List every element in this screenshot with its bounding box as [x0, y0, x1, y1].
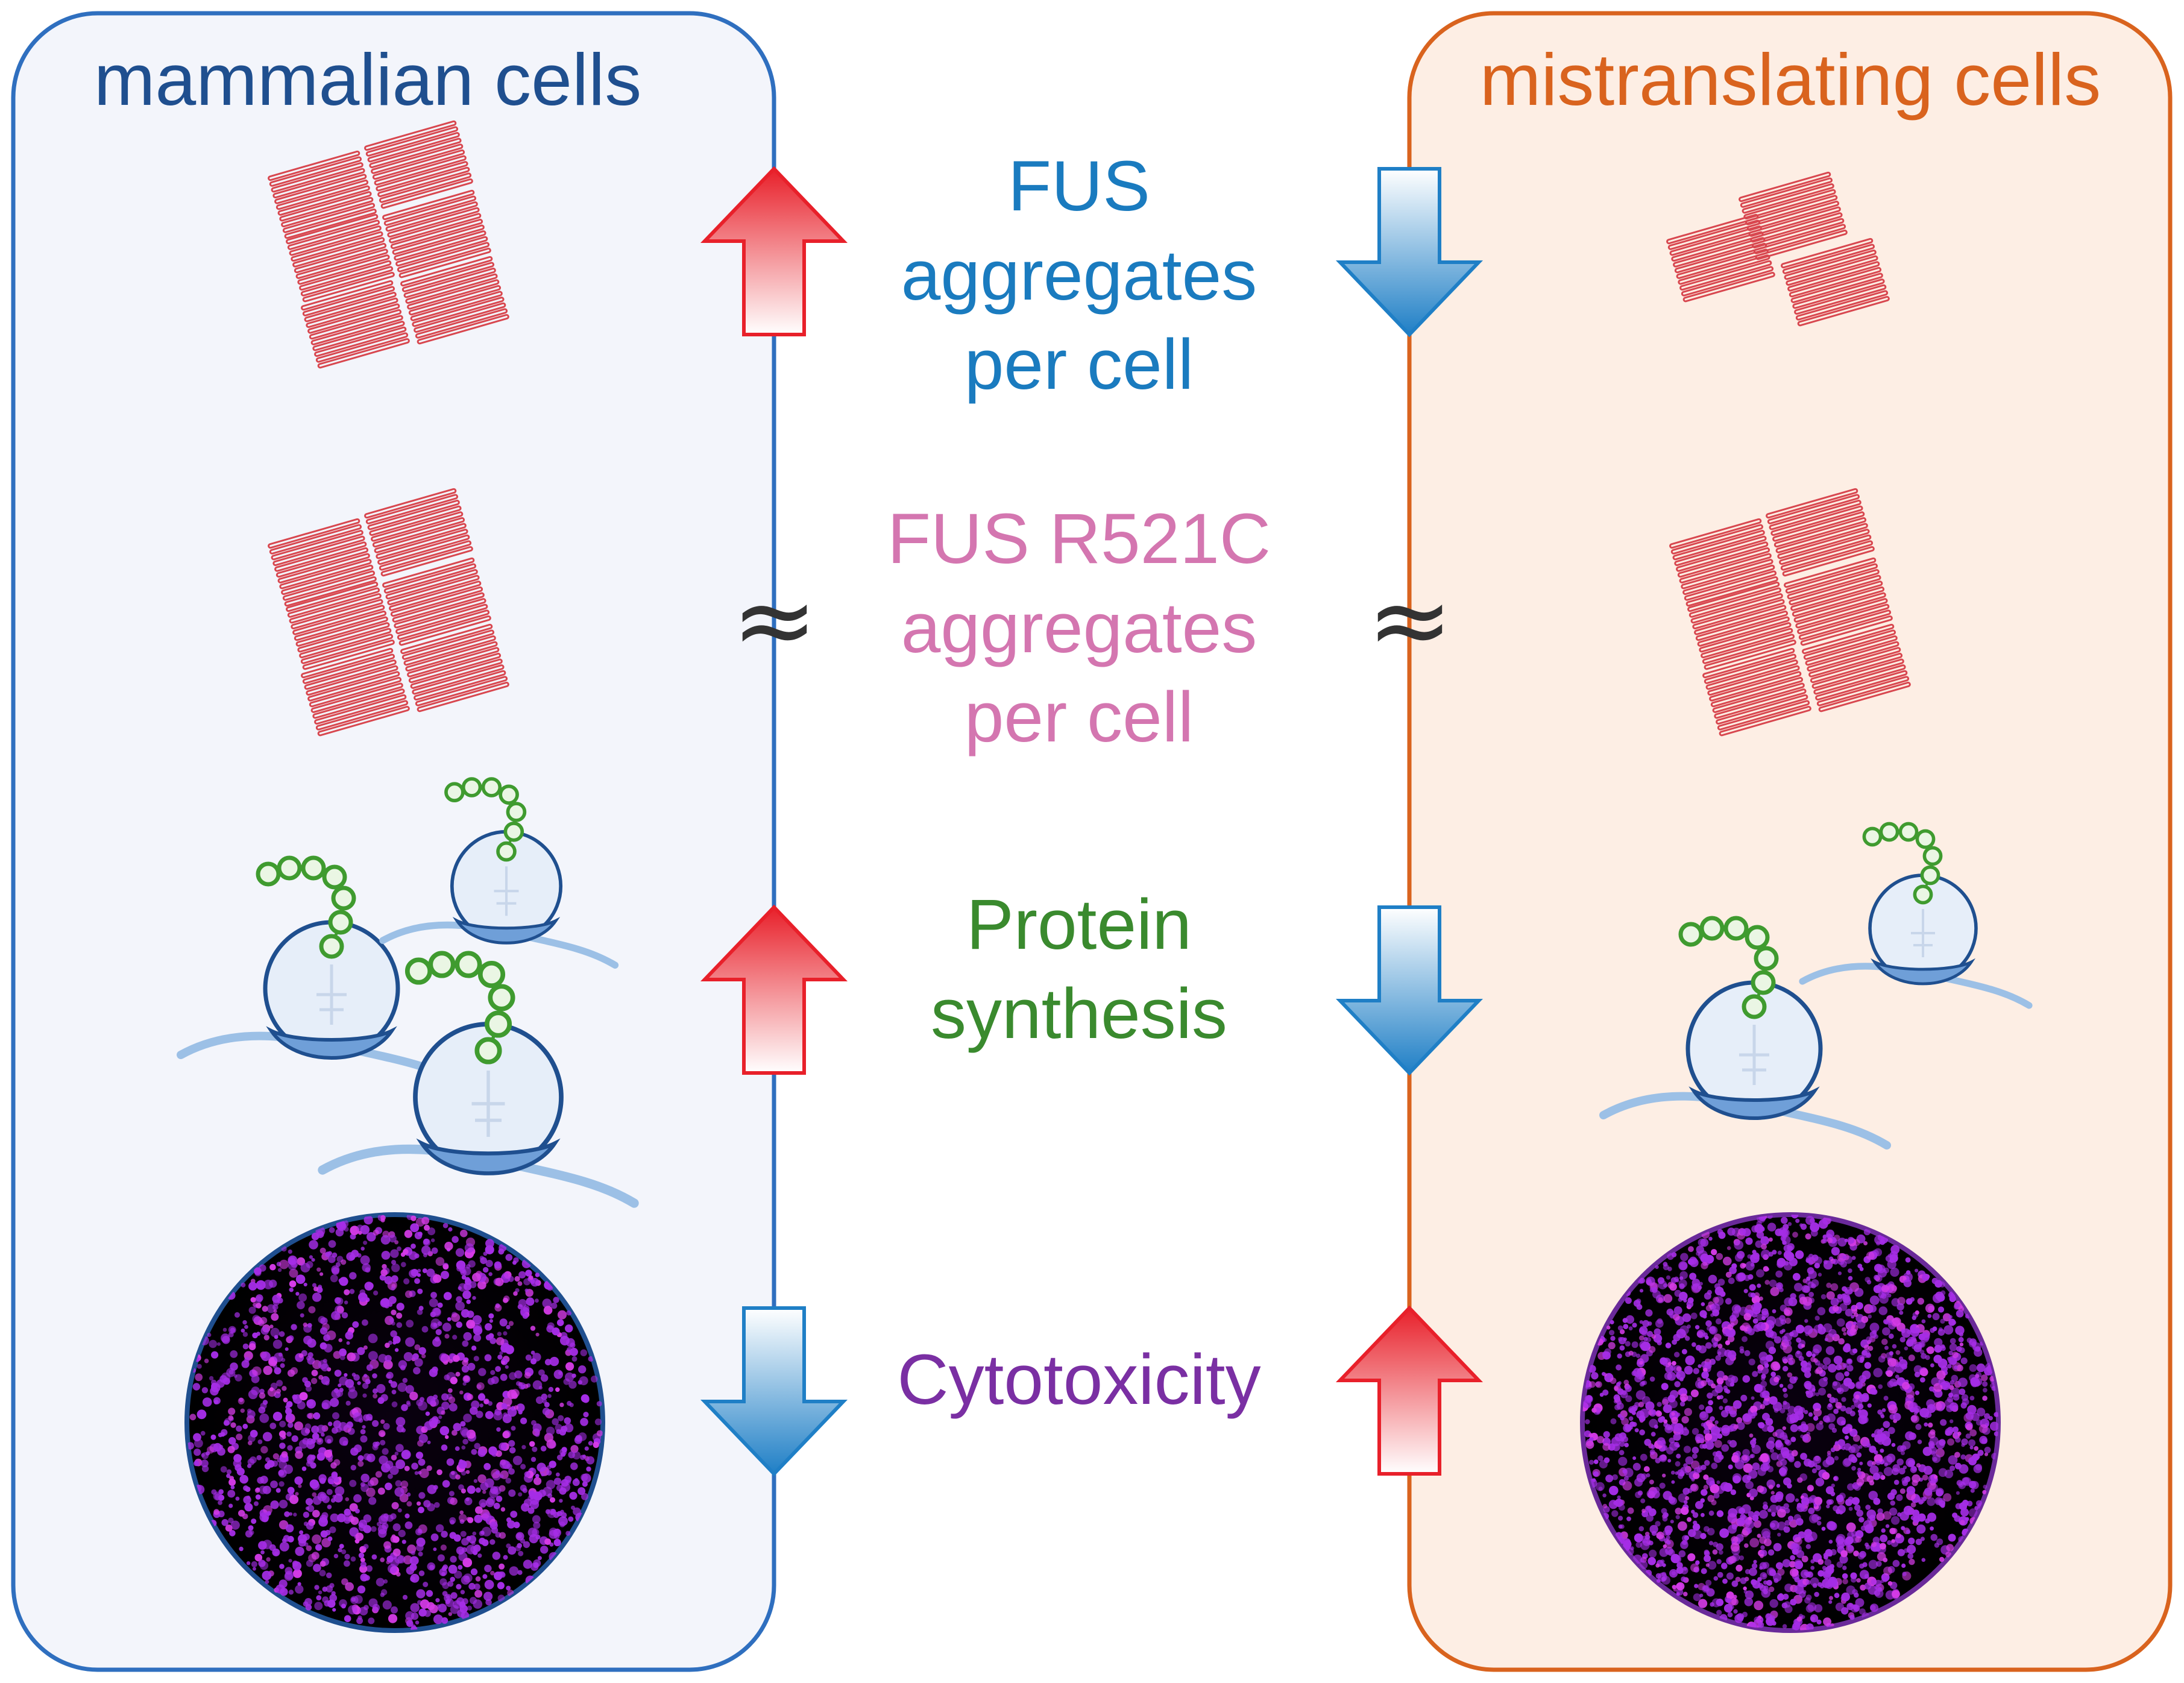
ribosome-icon: [379, 777, 619, 969]
label-line: per cell: [964, 678, 1194, 757]
fibril-icon: [268, 518, 377, 607]
fus-aggregates-left: [268, 120, 509, 369]
fibril-icon: [1669, 518, 1778, 607]
fibril-icon: [400, 256, 509, 345]
protein-synthesis-label: Protein synthesis: [838, 880, 1320, 1059]
cytotoxicity-label: Cytotoxicity: [838, 1335, 1320, 1424]
cell-micrograph-right: [1580, 1212, 2001, 1633]
ribosome-group-right: [1599, 822, 2033, 1150]
ribosome-group-left: [177, 777, 639, 1208]
fibril-icon: [382, 189, 491, 278]
fibril-icon: [268, 150, 377, 239]
ribosome-icon: [318, 951, 639, 1208]
fibril-icon: [286, 213, 395, 303]
label-line: Cytotoxicity: [897, 1340, 1261, 1420]
fus-aggregates-right: [1666, 171, 1890, 327]
cell-micrograph-left: [184, 1212, 605, 1633]
fibril-icon: [1802, 623, 1911, 713]
up-arrow-icon: [1335, 1305, 1484, 1476]
mistranslating-cells-title: mistranslating cells: [1479, 39, 2101, 121]
fibril-icon: [1784, 557, 1893, 646]
fibril-icon: [400, 623, 509, 713]
mistranslating-cells-panel: [1407, 11, 2173, 1672]
ribosome-icon: [1599, 916, 1891, 1150]
fibril-icon: [301, 280, 410, 369]
fibril-icon: [382, 557, 491, 646]
ribosome-icon: [1799, 822, 2033, 1009]
down-arrow-icon: [700, 1306, 848, 1477]
label-line: aggregates: [901, 236, 1257, 315]
mammalian-cells-panel: [11, 11, 776, 1672]
ribosome-icon: [177, 855, 468, 1089]
fibril-icon: [364, 120, 473, 209]
label-line: FUS: [1008, 146, 1150, 226]
fibril-icon: [286, 581, 395, 670]
label-line: aggregates: [901, 588, 1257, 668]
fibril-icon: [1687, 581, 1796, 670]
label-line: Protein: [966, 885, 1192, 964]
fibril-icon: [1739, 171, 1848, 260]
approx-left: ≈: [731, 561, 818, 680]
fus-r521c-aggregates-label: FUS R521C aggregates per cell: [838, 494, 1320, 762]
fibril-icon: [364, 488, 473, 577]
approx-right: ≈: [1367, 561, 1453, 680]
fibril-icon: [1666, 213, 1775, 303]
label-line: FUS R521C: [887, 499, 1271, 579]
down-arrow-icon: [1335, 167, 1484, 338]
fus-r521c-aggregates-left: [268, 488, 509, 737]
label-line: per cell: [964, 325, 1194, 404]
fus-r521c-aggregates-right: [1669, 488, 1911, 737]
down-arrow-icon: [1335, 905, 1484, 1076]
mammalian-cells-title: mammalian cells: [93, 39, 642, 121]
up-arrow-icon: [700, 904, 848, 1075]
fibril-icon: [301, 647, 410, 737]
fibril-icon: [1702, 647, 1811, 737]
fibril-icon: [1781, 238, 1890, 327]
fibril-icon: [1766, 488, 1875, 577]
up-arrow-icon: [700, 166, 848, 336]
label-line: synthesis: [931, 974, 1227, 1054]
fus-aggregates-label: FUS aggregates per cell: [838, 142, 1320, 409]
